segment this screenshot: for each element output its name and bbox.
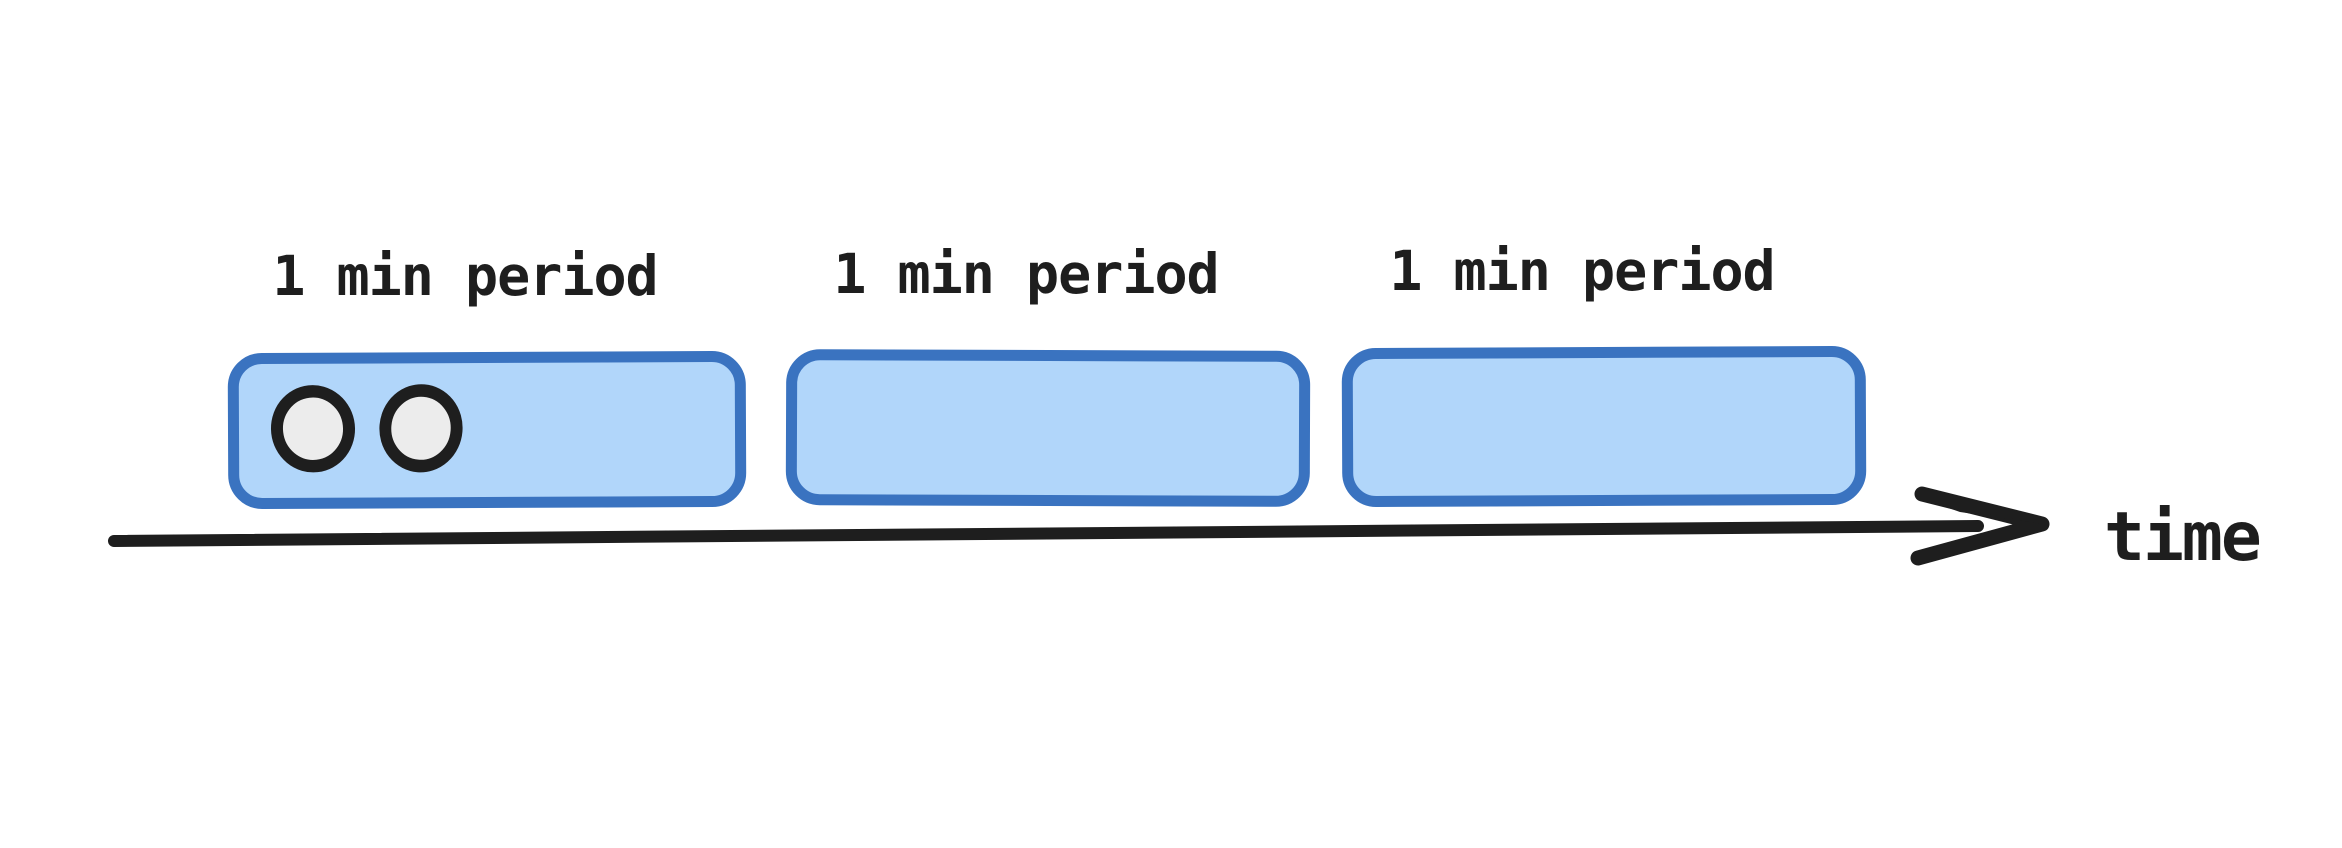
time-axis-label: time <box>2104 498 2262 577</box>
period-box <box>1341 345 1867 508</box>
period-group-3: 1 min period <box>1341 239 1867 508</box>
period-box <box>227 350 747 510</box>
period-label: 1 min period <box>1389 239 1775 303</box>
token-circle <box>375 380 467 476</box>
period-box <box>785 349 1311 507</box>
period-label: 1 min period <box>833 242 1219 306</box>
period-group-1: 1 min period <box>227 244 747 510</box>
period-group-2: 1 min period <box>785 242 1311 507</box>
period-label: 1 min period <box>272 244 658 308</box>
token-circle <box>266 380 360 477</box>
